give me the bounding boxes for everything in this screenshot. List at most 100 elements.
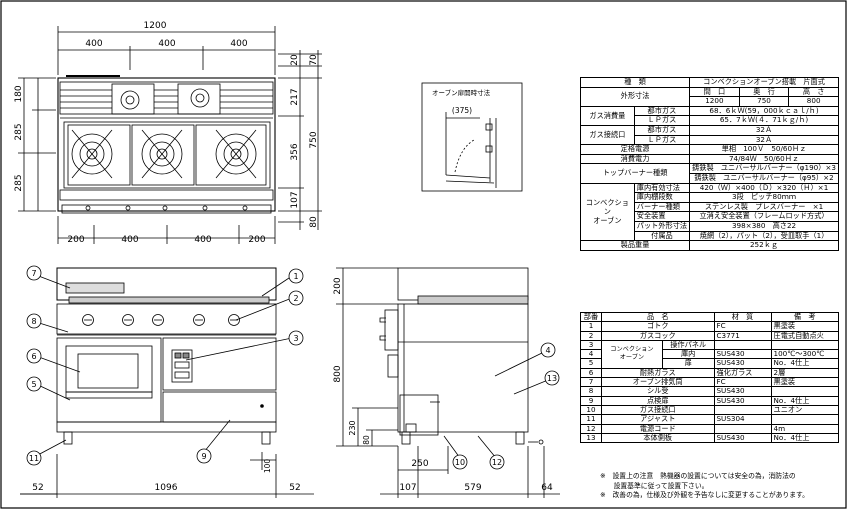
note-line: 設置基準に従って設置下さい。 <box>600 481 709 490</box>
spec-size-head-height: 高 さ <box>788 86 839 98</box>
parts-header-note: 備 考 <box>770 311 839 323</box>
front-dims: 52 1096 52 100 <box>32 459 300 493</box>
spec-gas-conn-lp-label: ＬＰガス <box>633 134 691 146</box>
dim-right-6: 80 <box>309 216 319 228</box>
table-row: 2 ガスコック C3771 圧電式自動点火 <box>580 330 839 341</box>
part-no: 9 <box>580 395 602 406</box>
spec-table: 種 類 コンベクションオーブン搭載 片面式 外形寸法 間 口 奥 行 高 さ 1… <box>579 77 839 251</box>
table-row: 8 シル受 SUS430 <box>580 386 839 397</box>
part-note <box>770 339 839 351</box>
part-no: 7 <box>580 377 602 388</box>
dim-side-64: 64 <box>541 483 553 493</box>
spec-gas-conn-city-label: 都市ガス <box>633 124 691 136</box>
part-no: 8 <box>580 386 602 397</box>
spec-gas-conn-city: 32Ａ <box>689 124 839 136</box>
dim-side-200: 200 <box>333 277 343 294</box>
part-material: SUS430 <box>713 386 772 397</box>
dim-side-107: 107 <box>399 483 416 493</box>
dim-front-left: 52 <box>32 483 43 493</box>
spec-oven-row-value: 398×380 高さ22 <box>689 220 839 232</box>
part-name: ガスコック <box>601 330 715 341</box>
dim-module-2: 400 <box>158 39 175 49</box>
spec-top-burner-1: 鋳鉄製 ユニバーサルバーナー（φ190）×3 <box>689 163 839 174</box>
part-no: 11 <box>580 414 602 425</box>
top-view <box>18 26 322 244</box>
dim-left-1: 180 <box>14 85 24 102</box>
dim-bottom-4: 200 <box>248 235 265 245</box>
spec-gas-cons-city-label: 都市ガス <box>633 105 691 117</box>
table-row: 5 扉 SUS430 No．4仕上 <box>580 358 839 369</box>
spec-oven-row-value: 立消え安全装置（フレームロッド方式） <box>689 211 839 222</box>
dim-right-3: 217 <box>290 88 300 105</box>
part-name: 庫内 <box>661 349 715 360</box>
spec-size-depth: 750 <box>738 96 790 107</box>
dim-side-250: 250 <box>411 459 428 469</box>
dim-right-4: 356 <box>290 143 300 160</box>
part-name: ガス接続口 <box>601 404 715 416</box>
dim-left-2: 285 <box>14 123 24 140</box>
part-no: 1 <box>580 321 602 332</box>
part-no: 12 <box>580 423 602 434</box>
dim-right-2: 70 <box>309 54 319 66</box>
dim-side-80: 80 <box>362 435 371 445</box>
top-view-labels: 1200 400 400 400 200 400 400 200 180 285… <box>14 21 319 245</box>
dim-bottom-1: 200 <box>67 235 84 245</box>
part-material <box>713 339 772 351</box>
note-line: ※ 改善の為，仕様及び外観を予告なしに変更することがあります。 <box>600 491 809 499</box>
part-name: アジャスト <box>601 414 715 425</box>
parts-table: 部番 品 名 材 質 備 考 1 ゴトク FC 黒塗装 2 ガスコック C377… <box>580 311 839 444</box>
table-row: 12 電源コード 4m <box>580 423 839 434</box>
dim-module-1: 400 <box>85 39 102 49</box>
part-material: SUS430 <box>713 358 772 369</box>
dim-side-800: 800 <box>333 365 343 382</box>
part-note: 100℃～300℃ <box>770 349 839 360</box>
part-note: 黒塗装 <box>770 377 839 388</box>
part-material <box>713 404 772 416</box>
part-no: 3 <box>580 339 602 351</box>
notes: ※ 設置上の注意 熱機器の設置については安全の為，消防法の 設置基準に従って設置… <box>600 472 845 501</box>
part-material: 強化ガラス <box>713 367 772 379</box>
callout-4: 4 <box>545 346 550 355</box>
spec-oven-row-value: 焼網（2），パット（2），受皿取手（1） <box>689 230 839 242</box>
part-no: 5 <box>580 358 602 369</box>
table-row: 6 耐熱ガラス 強化ガラス 2層 <box>580 367 839 379</box>
spec-top-burner-label: トップバーナー種類 <box>579 163 691 184</box>
spec-power-label: 定格電源 <box>579 144 691 155</box>
callout-9: 9 <box>201 452 206 461</box>
callout-12: 12 <box>492 458 502 467</box>
oven-door-dim: (375) <box>452 106 472 115</box>
part-no: 10 <box>580 404 602 416</box>
spec-size-width: 1200 <box>689 96 740 107</box>
spec-oven-row-label: バーナー種類 <box>633 201 691 213</box>
spec-oven-row-label: 庫内有効寸法 <box>633 182 691 194</box>
part-note: 2層 <box>770 367 839 379</box>
part-no: 6 <box>580 367 602 379</box>
table-row: 13 本体側板 SUS430 No．4仕上 <box>580 432 839 444</box>
part-note: No．4仕上 <box>770 395 839 406</box>
spec-size-height: 800 <box>788 96 839 107</box>
part-no: 13 <box>580 432 602 444</box>
spec-gas-cons-lp-label: ＬＰガス <box>633 115 691 126</box>
part-material: SUS304 <box>713 414 772 425</box>
part-material: SUS430 <box>713 395 772 406</box>
callout-3: 3 <box>293 334 298 343</box>
spec-gas-cons-city: 68．6ｋＷ(59，000ｋｃａｌ/ｈ) <box>689 105 839 117</box>
part-material: SUS430 <box>713 349 772 360</box>
table-row: 1 ゴトク FC 黒塗装 <box>580 321 839 332</box>
dim-bottom-2: 400 <box>121 235 138 245</box>
spec-oven-row-value: ステンレス製 プレスバーナー ×1 <box>689 201 839 213</box>
callout-5: 5 <box>31 380 36 389</box>
spec-oven-row-label: パット外形寸法 <box>633 220 691 232</box>
callout-10: 10 <box>455 458 465 467</box>
table-row: 11 アジャスト SUS304 <box>580 414 839 425</box>
callout-13: 13 <box>547 374 557 383</box>
part-note <box>770 386 839 397</box>
part-note <box>770 414 839 425</box>
dim-right-1: 20 <box>290 54 300 66</box>
part-material: FC <box>713 321 772 332</box>
parts-header-material: 材 質 <box>713 311 772 323</box>
spec-oven-row-value: 3段 ピッチ80ｍｍ <box>689 192 839 203</box>
spec-consumption-label: 消費電力 <box>579 153 691 165</box>
